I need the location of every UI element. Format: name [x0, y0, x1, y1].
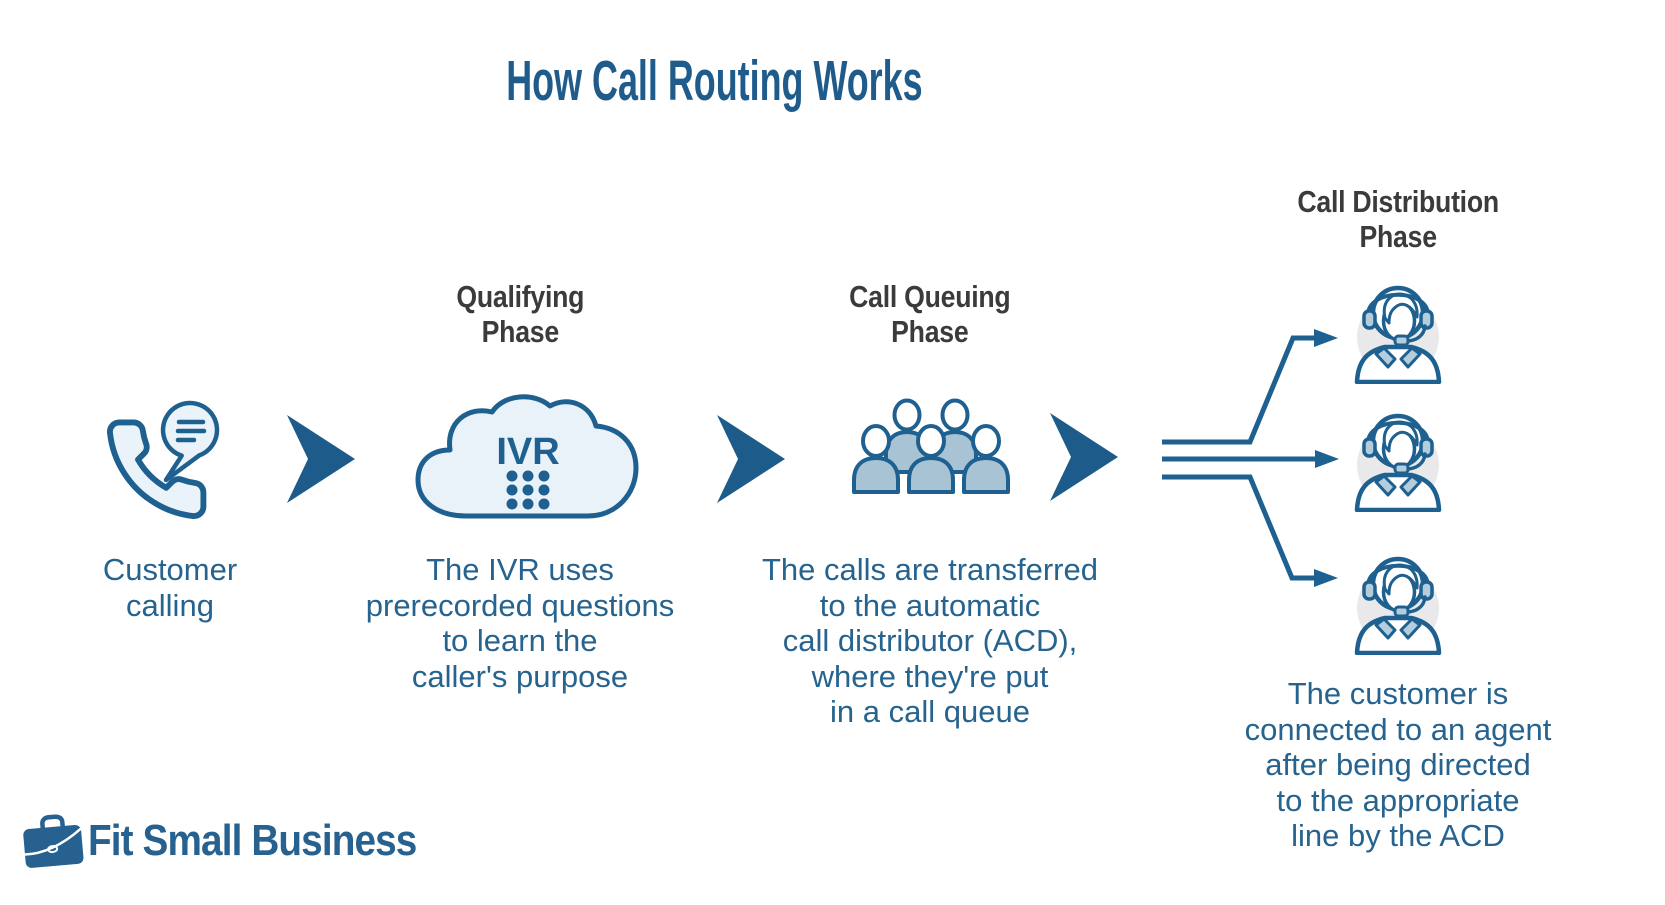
- step-caption-queuing: The calls are transferred to the automat…: [762, 552, 1098, 729]
- keypad-dots: [506, 470, 550, 510]
- page-title: How Call Routing Works: [214, 53, 1214, 110]
- call-queue-people-icon: [852, 398, 1010, 494]
- ivr-label: IVR: [496, 431, 559, 473]
- phase-heading-queuing: Call Queuing Phase: [849, 279, 1011, 349]
- step-caption-customer: Customer calling: [102, 552, 238, 623]
- flow-arrow-icon: [717, 415, 787, 505]
- ivr-cloud-icon: IVR: [415, 394, 639, 519]
- flow-arrow-icon: [287, 415, 357, 505]
- phase-heading-distribution: Call Distribution Phase: [1297, 184, 1499, 254]
- branch-arrowheads: [1314, 329, 1339, 587]
- logo-text: Fit Small Business: [88, 816, 417, 865]
- briefcase-icon: [23, 814, 84, 868]
- agent-headset-icon: [1348, 402, 1448, 512]
- page-title-text: How Call Routing Works: [505, 49, 923, 113]
- phone-chat-icon: [107, 400, 220, 519]
- distribution-lines: [1162, 329, 1339, 587]
- step-caption-distribution: The customer is connected to an agent af…: [1244, 676, 1552, 853]
- agent-headset-icon: [1348, 545, 1448, 655]
- phase-heading-qualifying: Qualifying Phase: [456, 279, 584, 349]
- step-caption-qualifying: The IVR uses prerecorded questions to le…: [365, 552, 675, 694]
- flow-arrow-icon: [1050, 413, 1120, 503]
- agent-headset-icon: [1348, 274, 1448, 384]
